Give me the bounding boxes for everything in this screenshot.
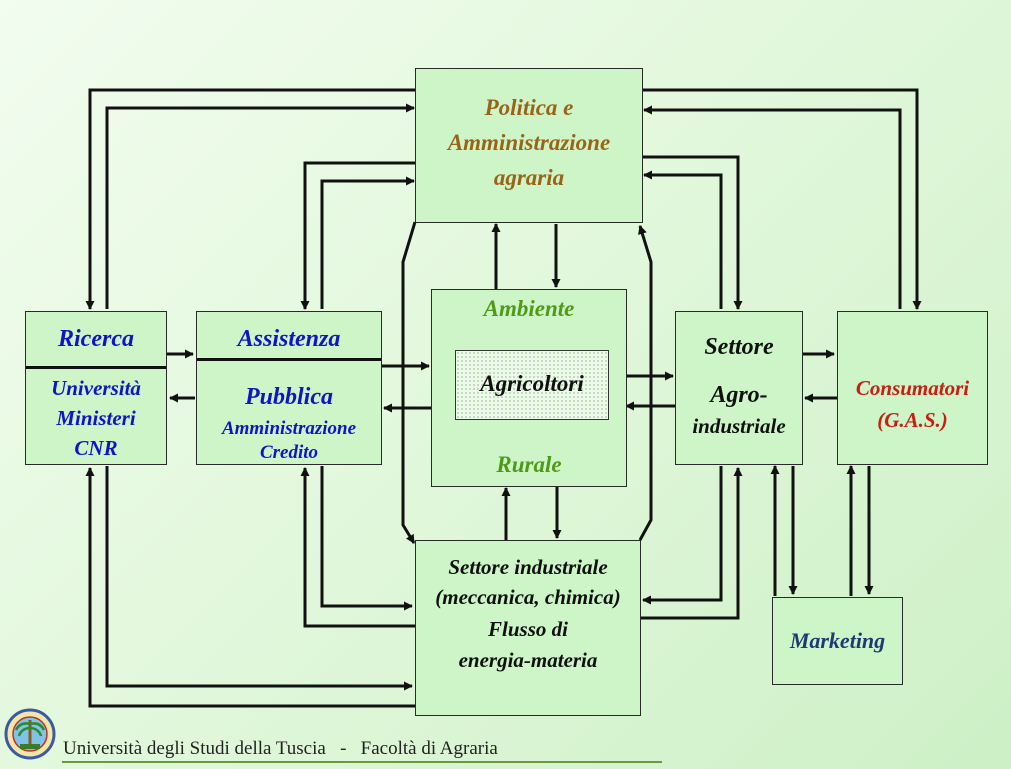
arrow-industriale-to-ricerca	[85, 467, 415, 708]
arrow-ricerca-to-politica	[105, 103, 415, 309]
settore-agro-box: Settore Agro- industriale	[675, 311, 803, 465]
arrow-assistenza-to-industriale	[320, 466, 413, 611]
assistenza-line-1: Pubblica	[245, 384, 333, 410]
industriale-line-4: energia-materia	[458, 648, 598, 672]
ambiente-bottom-label: Rurale	[496, 452, 562, 477]
marketing-box: Marketing	[772, 597, 903, 685]
marketing-label: Marketing	[789, 628, 886, 653]
ricerca-box: Ricerca Università Ministeri CNR	[25, 311, 167, 465]
agricoltori-label: Agricoltori	[480, 371, 584, 396]
consumatori-box: Consumatori (G.A.S.)	[837, 311, 988, 465]
ricerca-line-1: Università	[51, 376, 141, 400]
ricerca-header: Ricerca	[58, 326, 134, 352]
arrow-politica-to-industriale-left	[401, 221, 417, 544]
assistenza-line-2: Amministrazione	[221, 418, 357, 439]
settore-agro-line-1: Settore	[704, 334, 774, 360]
settore-agro-line-3: industriale	[692, 414, 786, 438]
ricerca-line-2: Ministeri	[56, 406, 136, 430]
politica-box: Politica e Amministrazione agraria	[415, 68, 643, 223]
industriale-line-2: (meccanica, chimica)	[435, 585, 621, 609]
assistenza-line-3: Credito	[259, 442, 319, 463]
university-seal-icon	[4, 708, 56, 760]
footer-rule	[62, 761, 662, 763]
politica-line-2: Amministrazione	[447, 130, 611, 155]
industriale-line-1: Settore industriale	[448, 555, 608, 579]
ricerca-line-3: CNR	[74, 436, 118, 460]
assistenza-divider	[197, 358, 381, 361]
industriale-line-3: Flusso di	[488, 617, 568, 641]
agricoltori-box: Agricoltori	[455, 350, 609, 420]
ambiente-top-label: Ambiente	[483, 296, 575, 321]
arrow-politica-to-consumatori	[643, 88, 922, 310]
assistenza-box: Assistenza Pubblica Amministrazione Cred…	[196, 311, 382, 465]
arrow-industriale-to-assistenza	[300, 467, 415, 628]
arrow-settore-agro-to-politica	[643, 170, 723, 309]
consumatori-line-2: (G.A.S.)	[877, 408, 948, 432]
assistenza-header: Assistenza	[237, 326, 341, 352]
arrow-politica-to-settore-agro	[643, 155, 743, 310]
politica-line-3: agraria	[493, 165, 565, 190]
arrow-politica-to-assistenza	[300, 161, 415, 310]
ricerca-divider	[26, 366, 166, 369]
politica-line-1: Politica e	[484, 95, 574, 120]
arrow-settore-agro-to-industriale	[642, 466, 723, 605]
consumatori-line-1: Consumatori	[855, 376, 970, 400]
arrow-assistenza-to-politica	[320, 176, 415, 309]
arrow-industriale-to-politica-right	[638, 225, 653, 541]
arrow-politica-to-ricerca	[85, 88, 415, 310]
settore-agro-line-2: Agro-	[710, 382, 768, 408]
footer-caption: Università degli Studi della Tuscia - Fa…	[63, 738, 498, 759]
arrow-consumatori-to-politica	[643, 105, 902, 309]
arrow-ricerca-to-industriale	[105, 466, 413, 691]
arrow-industriale-to-settore-agro	[641, 467, 743, 620]
settore-industriale-box: Settore industriale (meccanica, chimica)…	[415, 540, 641, 716]
